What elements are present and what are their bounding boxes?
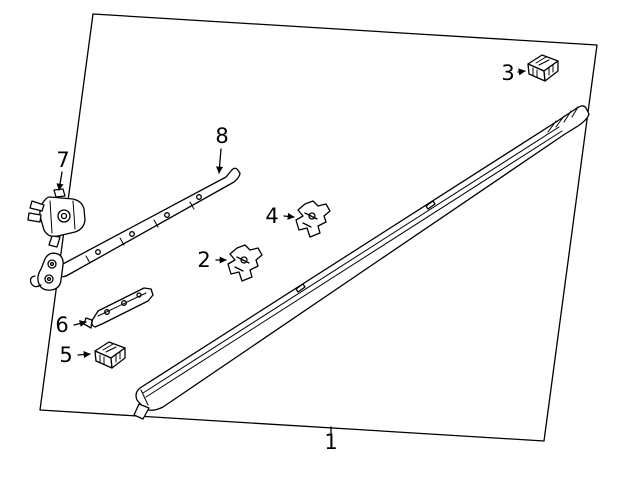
bracket-boss-hole <box>60 212 68 220</box>
rail-hole <box>95 249 101 255</box>
molding-end-tab <box>133 403 150 420</box>
molding-slot-mark-1 <box>295 283 306 293</box>
part-2-retainer-clip <box>227 244 263 282</box>
callouts: 1 2 3 4 5 6 7 8 <box>55 61 526 454</box>
callout-6-arrow <box>73 320 87 327</box>
callout-1-label: 1 <box>324 430 337 454</box>
rail-plate-hole <box>44 274 54 284</box>
part-7-end-bracket <box>27 188 86 248</box>
callout-5-label: 5 <box>59 343 72 367</box>
molding-crease-line-1 <box>142 126 560 394</box>
part-6-support-bracket <box>83 287 154 329</box>
molding-crease-line-2 <box>145 130 563 398</box>
bracket-boss <box>57 209 71 223</box>
callout-5-arrow <box>77 351 91 359</box>
rail-plate-hole <box>47 259 57 269</box>
callout-3-label: 3 <box>501 61 514 85</box>
support-hook <box>83 317 93 329</box>
part-8-sill-rail <box>29 167 241 291</box>
bracket-body <box>39 196 86 238</box>
rail-plate-pin <box>49 261 55 267</box>
molding-endcap-line <box>140 389 149 406</box>
callout-8-label: 8 <box>215 124 228 148</box>
rail-hole <box>164 212 170 218</box>
callout-4-arrow <box>283 212 295 220</box>
callout-8-arrow <box>216 148 224 174</box>
part-1-rocker-panel-molding <box>133 105 590 420</box>
support-hole <box>136 292 142 298</box>
callout-3-arrow <box>517 68 526 76</box>
callout-2-label: 2 <box>197 248 210 272</box>
part-5-clip-nut <box>94 341 126 369</box>
callout-4-label: 4 <box>265 204 278 228</box>
rail-plate-pin <box>46 276 52 282</box>
bracket-prong <box>29 200 45 212</box>
callout-7-label: 7 <box>56 148 69 172</box>
rail-tabs <box>85 201 195 264</box>
support-hole <box>104 309 110 315</box>
part-3-clip-nut <box>527 54 559 82</box>
bracket-edge-lines <box>49 200 76 234</box>
bracket-prong <box>27 212 42 223</box>
callout-7-arrow <box>56 171 64 191</box>
rail-hole <box>129 231 135 237</box>
rail-hole <box>196 194 202 200</box>
rail-end-plate <box>37 252 64 291</box>
bracket-foot <box>48 235 61 248</box>
rail-end-hook <box>29 275 42 288</box>
callout-6-label: 6 <box>55 313 68 337</box>
molding-tip-hatching <box>547 106 579 133</box>
part-4-retainer-clip <box>295 200 331 238</box>
molding-slot-mark-2 <box>425 200 436 210</box>
support-hole <box>121 300 127 306</box>
